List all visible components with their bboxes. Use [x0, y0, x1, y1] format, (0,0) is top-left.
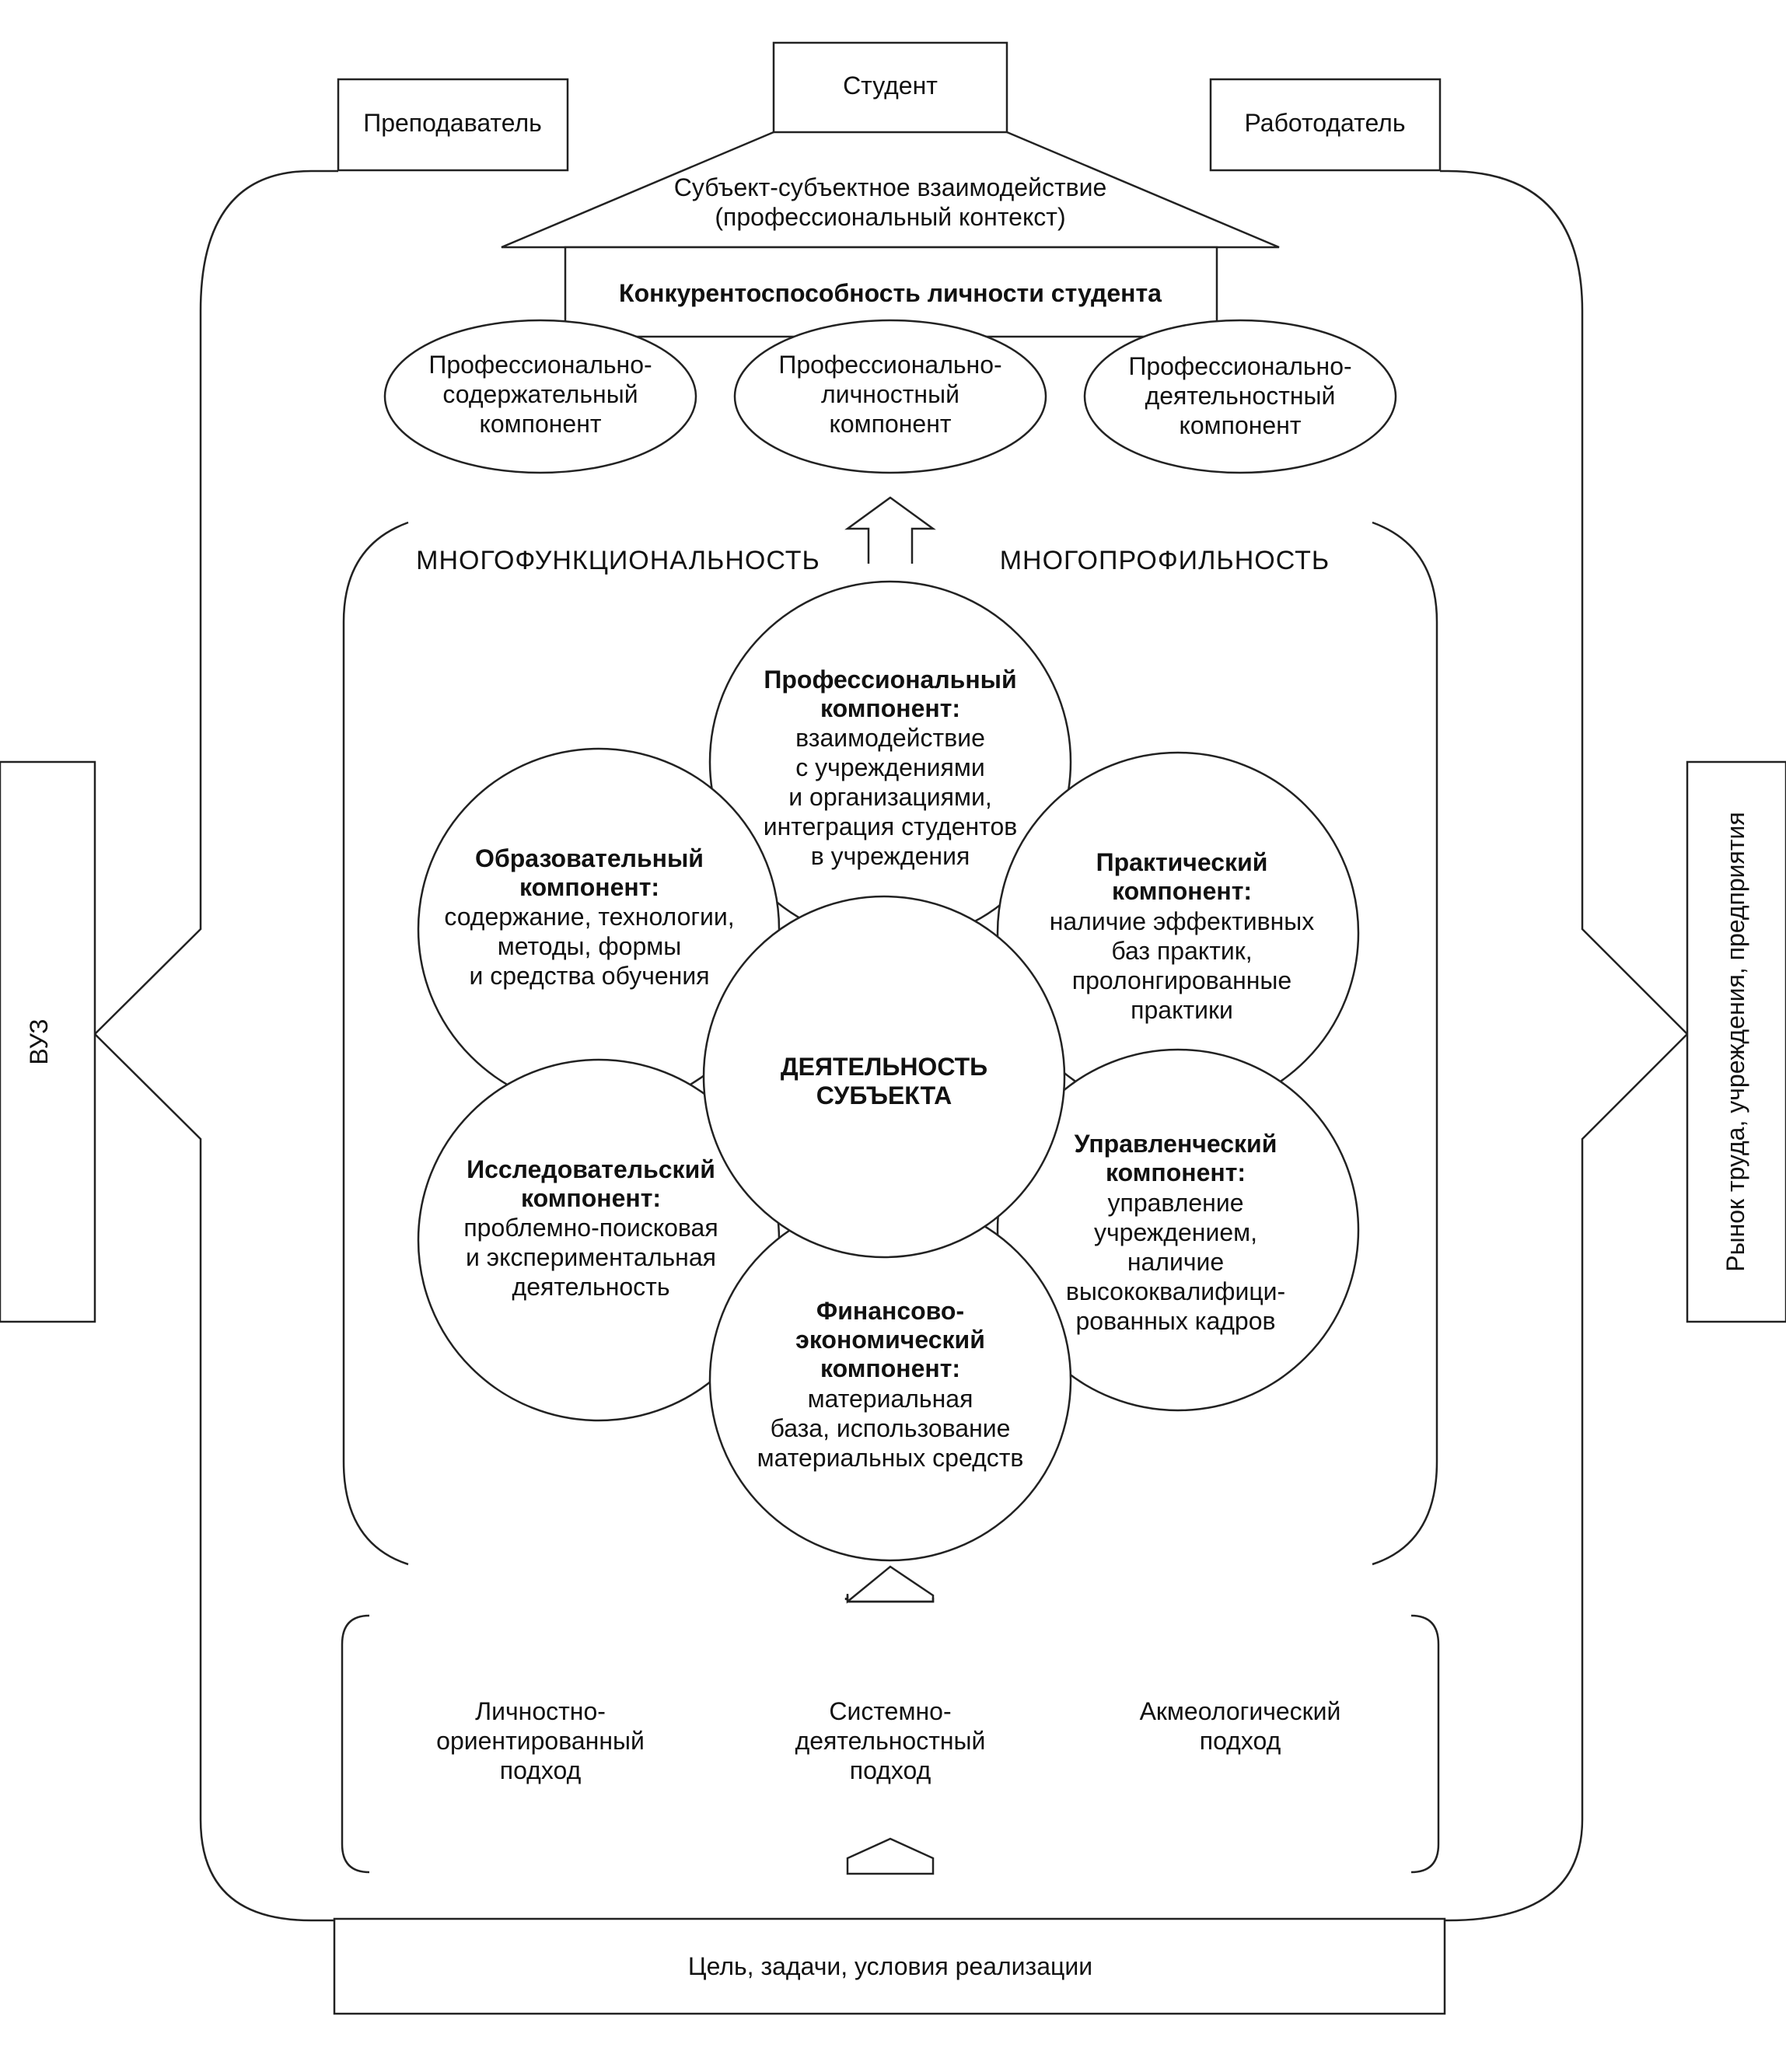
roof-line-2: (профессиональный контекст)	[715, 203, 1065, 231]
petal-educational-text-2: методы, формы	[498, 932, 682, 960]
petal-managerial-text-1: управление	[1108, 1189, 1244, 1217]
petal-financial-text-1: материальная	[808, 1385, 973, 1413]
petal-educational-title-2: компонент:	[519, 873, 659, 901]
student-label: Студент	[843, 72, 938, 100]
top-component-2-line-1: Профессионально-	[778, 351, 1001, 379]
approach-1-line-2: ориентированный	[436, 1727, 645, 1755]
employer-label: Работодатель	[1244, 109, 1405, 137]
petal-practical-text-1: наличие эффективных	[1050, 907, 1315, 935]
petal-professional-text-4: интеграция студентов	[764, 812, 1018, 840]
petal-practical-title-1: Практический	[1096, 848, 1268, 876]
top-component-2-line-2: личностный	[821, 380, 959, 408]
base-box	[333, 1917, 1446, 2015]
approach-3-line-1: Акмеологический	[1140, 1697, 1341, 1725]
approach-2-line-2: деятельностный	[795, 1727, 986, 1755]
top-component-1-line-1: Профессионально-	[428, 351, 652, 379]
petal-managerial-text-4: высококвалифици-	[1066, 1277, 1285, 1305]
petal-circle-managerial	[996, 1048, 1360, 1412]
petal-managerial-text-5: рованных кадров	[1075, 1307, 1275, 1335]
teacher-label: Преподаватель	[363, 109, 542, 137]
petal-managerial-text-3: наличие	[1127, 1248, 1224, 1276]
center-title-2: СУБЪЕКТА	[816, 1081, 952, 1109]
petal-research-text-1: проблемно-поисковая	[463, 1214, 718, 1242]
student-box	[772, 41, 1008, 134]
multiprofile-label: МНОГОПРОФИЛЬНОСТЬ	[1000, 546, 1330, 575]
petal-practical-text-4: практики	[1131, 996, 1233, 1024]
center-circle	[702, 895, 1066, 1259]
petal-professional-title-1: Профессиональный	[764, 666, 1016, 694]
top-component-2-line-3: компонент	[829, 410, 951, 438]
outer-frame	[93, 169, 1689, 1922]
petal-research-title-2: компонент:	[521, 1184, 661, 1212]
competitiveness-label: Конкурентоспособность личности студента	[619, 279, 1162, 307]
approach-2-line-3: подход	[850, 1756, 931, 1784]
petal-educational-text-1: содержание, технологии,	[444, 903, 734, 931]
petal-research-text-3: деятельность	[512, 1273, 670, 1301]
arrow-up-bottom	[846, 1837, 935, 1875]
petal-educational-text-3: и средства обучения	[469, 962, 709, 990]
bottom-bracket-left	[341, 1614, 370, 1874]
arrow-up-middle	[844, 1594, 935, 1603]
approach-3-line-2: подход	[1200, 1727, 1281, 1755]
right-side-box	[1686, 760, 1786, 1323]
center-title-1: ДЕЯТЕЛЬНОСТЬ	[781, 1053, 987, 1081]
top-component-1-line-2: содержательный	[442, 380, 638, 408]
top-component-3-line-2: деятельностный	[1145, 382, 1336, 410]
petal-financial-title-3: компонент:	[820, 1354, 960, 1382]
top-component-ellipse-1	[383, 319, 697, 474]
left-side-label: ВУЗ	[25, 1019, 53, 1064]
top-component-ellipse-2	[733, 319, 1047, 474]
petal-managerial-title-2: компонент:	[1106, 1158, 1246, 1186]
petal-financial-title-1: Финансово-	[816, 1297, 964, 1325]
petal-practical-title-2: компонент:	[1112, 877, 1252, 905]
middle-bracket-left	[342, 521, 409, 1566]
top-component-1-line-3: компонент	[479, 410, 601, 438]
arrow-up-middle-shape	[846, 1565, 935, 1604]
petal-financial-text-2: база, использование	[771, 1414, 1011, 1442]
multifunctionality-label: МНОГОФУНКЦИОНАЛЬНОСТЬ	[416, 546, 820, 575]
employer-box	[1209, 78, 1442, 172]
right-side-label: Рынок труда, учреждения, предприятия	[1721, 812, 1749, 1272]
petal-professional-text-2: с учреждениями	[795, 753, 984, 781]
petal-financial-title-2: экономический	[795, 1326, 985, 1354]
middle-bracket-right	[1372, 521, 1438, 1566]
petal-managerial-title-1: Управленческий	[1075, 1130, 1277, 1158]
top-component-3-line-3: компонент	[1179, 411, 1301, 439]
bottom-bracket-right	[1410, 1614, 1440, 1874]
roof-line-1: Субъект-субъектное взаимодействие	[674, 173, 1107, 201]
left-side-box	[0, 760, 96, 1323]
top-component-ellipse-3	[1083, 319, 1397, 474]
petal-managerial-text-2: учреждением,	[1094, 1218, 1257, 1246]
petal-practical-text-3: пролонгированные	[1072, 966, 1291, 994]
top-component-3-line-1: Профессионально-	[1128, 352, 1351, 380]
approach-2-line-1: Системно-	[829, 1697, 951, 1725]
approach-1-line-3: подход	[500, 1756, 582, 1784]
arrow-up-top	[844, 496, 936, 564]
base-label: Цель, задачи, условия реализации	[688, 1952, 1092, 1980]
petal-professional-text-1: взаимодействие	[795, 724, 985, 752]
teacher-box	[337, 78, 569, 172]
petal-research-text-2: и экспериментальная	[466, 1243, 716, 1271]
petal-research-title-1: Исследовательский	[467, 1155, 715, 1183]
petal-practical-text-2: баз практик,	[1111, 937, 1252, 965]
petal-financial-text-3: материальных средств	[757, 1444, 1024, 1472]
petal-professional-text-3: и организациями,	[788, 783, 991, 811]
petal-professional-text-5: в учреждения	[811, 842, 970, 870]
approach-1-line-1: Личностно-	[475, 1697, 606, 1725]
petal-educational-title-1: Образовательный	[475, 844, 704, 872]
petal-professional-title-2: компонент:	[820, 694, 960, 722]
